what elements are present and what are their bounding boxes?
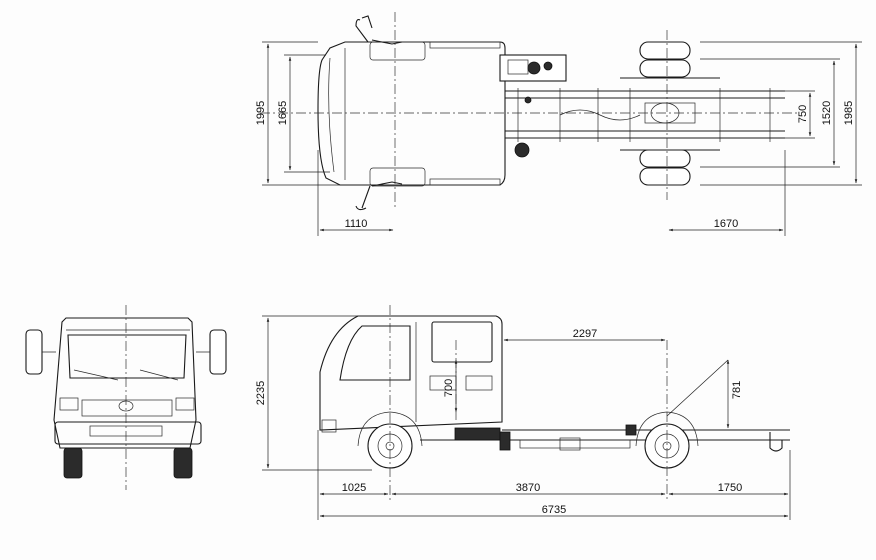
side-engine-parts [454, 427, 501, 441]
dim-1995-label: 1995 [255, 101, 267, 125]
dim-3870-label: 3870 [516, 482, 540, 494]
side-front-window [339, 325, 411, 381]
top-rear-tire-outer-lower [639, 149, 691, 168]
dim-1985-label: 1985 [843, 101, 855, 125]
front-cab-outline [53, 317, 197, 449]
dim-750-label: 750 [797, 105, 809, 123]
dim-2235-label: 2235 [255, 381, 267, 405]
top-rear-tire-outer-upper [639, 41, 691, 60]
top-cab-outline [317, 41, 506, 186]
dim-1520-label: 1520 [821, 101, 833, 125]
side-cab-outline [319, 315, 503, 431]
dim-781-label: 781 [731, 381, 743, 399]
dim-1750-label: 1750 [718, 482, 742, 494]
front-bumper [54, 421, 202, 445]
dim-1110-label: 1110 [345, 218, 368, 230]
side-view: 2235 2297 700 781 1025 3870 1750 6735 [255, 305, 791, 520]
dim-1670-label: 1670 [714, 218, 738, 230]
front-mirror-left [25, 329, 43, 375]
front-windshield [67, 334, 187, 379]
dim-700-label: 700 [443, 379, 455, 397]
top-engine-block [499, 54, 567, 82]
dim-1025-label: 1025 [342, 482, 366, 494]
dim-2297-label: 2297 [573, 328, 597, 340]
top-mirror-upper [355, 15, 373, 43]
front-mirror-right [209, 329, 227, 375]
top-view: 1995 1665 1110 1670 750 1520 1985 [255, 12, 862, 236]
dim-6735-label: 6735 [542, 504, 566, 516]
top-mirror-lower [355, 185, 371, 211]
front-tire-left [63, 447, 83, 479]
front-view [25, 305, 227, 490]
side-rear-window [431, 321, 493, 363]
front-tire-right [173, 447, 193, 479]
front-grille [81, 399, 173, 417]
dim-1665-label: 1665 [277, 101, 289, 125]
